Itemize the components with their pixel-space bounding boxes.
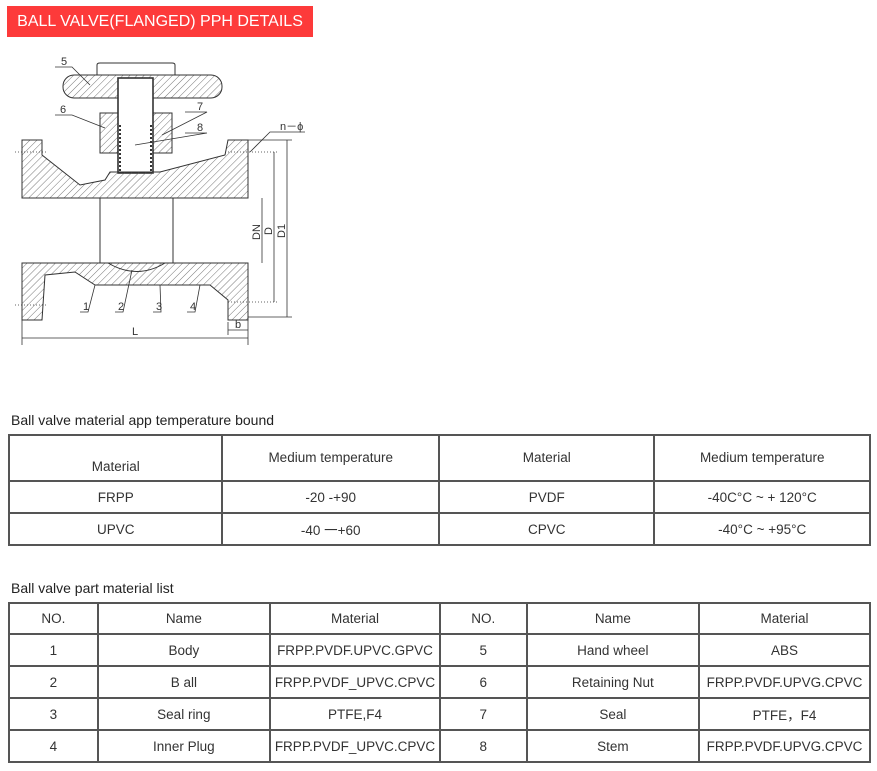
header-cell: Material	[437, 434, 656, 482]
table-cell: FRPP.PVDF.UPVG.CPVC	[698, 665, 871, 699]
table-row: 2 B all FRPP.PVDF_UPVC.CPVC 6 Retaining …	[8, 665, 871, 699]
table-cell: 7	[438, 697, 528, 731]
table-row: 3 Seal ring PTFE,F4 7 Seal PTFE，F4	[8, 697, 871, 731]
header-cell: Medium temperature	[221, 434, 440, 482]
d1-label: D1	[276, 224, 288, 238]
table-cell: 8	[438, 729, 528, 763]
section-title-banner: BALL VALVE(FLANGED) PPH DETAILS	[7, 6, 313, 37]
table-cell: B all	[96, 665, 271, 699]
table-row: 4 Inner Plug FRPP.PVDF_UPVC.CPVC 8 Stem …	[8, 729, 871, 763]
dn-label: DN	[251, 224, 263, 240]
table-cell: 1	[8, 633, 99, 667]
table-cell: FRPP.PVDF.UPVG.CPVC	[698, 729, 871, 763]
part-label-6: 6	[60, 104, 66, 116]
table-cell: PTFE，F4	[698, 697, 871, 731]
header-cell: Name	[96, 602, 271, 635]
table-cell: Stem	[525, 729, 701, 763]
stem	[117, 77, 154, 174]
table-cell: CPVC	[437, 512, 656, 546]
ball-valve-cross-section-diagram: 5 6 7 8 n－ϕ 1 2 3 4 DN D D1 L b	[15, 56, 305, 345]
header-cell: Material	[698, 602, 871, 635]
table-row: 1 Body FRPP.PVDF.UPVC.GPVC 5 Hand wheel …	[8, 633, 871, 667]
table-row: FRPP -20 -+90 PVDF -40C°C ~ + 120°C	[7, 480, 871, 514]
table-cell: Seal	[525, 697, 701, 731]
table-cell: Inner Plug	[96, 729, 271, 763]
n-phi-label: n－ϕ	[280, 121, 303, 133]
table-cell: UPVC	[7, 512, 224, 546]
header-cell: Material	[268, 602, 441, 635]
table-cell: -40C°C ~ + 120°C	[653, 480, 871, 514]
table-cell: Retaining Nut	[525, 665, 701, 699]
table-cell: -40°C ~ +95°C	[653, 512, 871, 546]
table-cell: Hand wheel	[525, 633, 701, 667]
table-cell: -40 一+60	[221, 512, 440, 546]
table-cell: -20 -+90	[221, 480, 440, 514]
table-cell: Seal ring	[96, 697, 271, 731]
table-cell: 4	[8, 729, 99, 763]
table-cell: FRPP.PVDF_UPVC.CPVC	[268, 665, 441, 699]
ball	[99, 197, 174, 264]
part-label-8: 8	[197, 122, 203, 134]
part-label-1: 1	[83, 301, 89, 313]
table-cell: FRPP	[7, 480, 224, 514]
table-header-row: NO. Name Material NO. Name Material	[8, 602, 871, 635]
table-cell: 3	[8, 697, 99, 731]
temperature-table: Material Medium temperature Material Med…	[7, 434, 871, 546]
l-label: L	[132, 326, 138, 338]
part-label-2: 2	[118, 301, 124, 313]
temperature-table-caption: Ball valve material app temperature boun…	[11, 412, 275, 428]
header-cell: NO.	[438, 602, 528, 635]
part-label-7: 7	[197, 101, 203, 113]
header-cell: NO.	[8, 602, 99, 635]
table-cell: Body	[96, 633, 271, 667]
table-cell: 6	[438, 665, 528, 699]
valve-body-top	[21, 139, 249, 199]
table-cell: PVDF	[437, 480, 656, 514]
header-cell: Medium temperature	[653, 434, 871, 482]
parts-table: NO. Name Material NO. Name Material 1 Bo…	[8, 602, 871, 763]
table-cell: 5	[438, 633, 528, 667]
part-label-3: 3	[156, 301, 162, 313]
table-cell: ABS	[698, 633, 871, 667]
header-cell: Name	[525, 602, 701, 635]
handwheel-shape	[96, 62, 176, 76]
d-label: D	[263, 227, 275, 235]
table-row: UPVC -40 一+60 CPVC -40°C ~ +95°C	[7, 512, 871, 546]
table-header-row: Material Medium temperature Material Med…	[7, 434, 871, 482]
header-cell: Material	[7, 434, 224, 482]
valve-body-bottom	[21, 262, 249, 321]
parts-table-caption: Ball valve part material list	[11, 580, 174, 596]
b-label: b	[235, 319, 241, 331]
part-label-5: 5	[61, 56, 67, 68]
part-label-4: 4	[190, 301, 196, 313]
table-cell: PTFE,F4	[268, 697, 441, 731]
table-cell: FRPP.PVDF.UPVC.GPVC	[268, 633, 441, 667]
table-cell: FRPP.PVDF_UPVC.CPVC	[268, 729, 441, 763]
table-cell: 2	[8, 665, 99, 699]
